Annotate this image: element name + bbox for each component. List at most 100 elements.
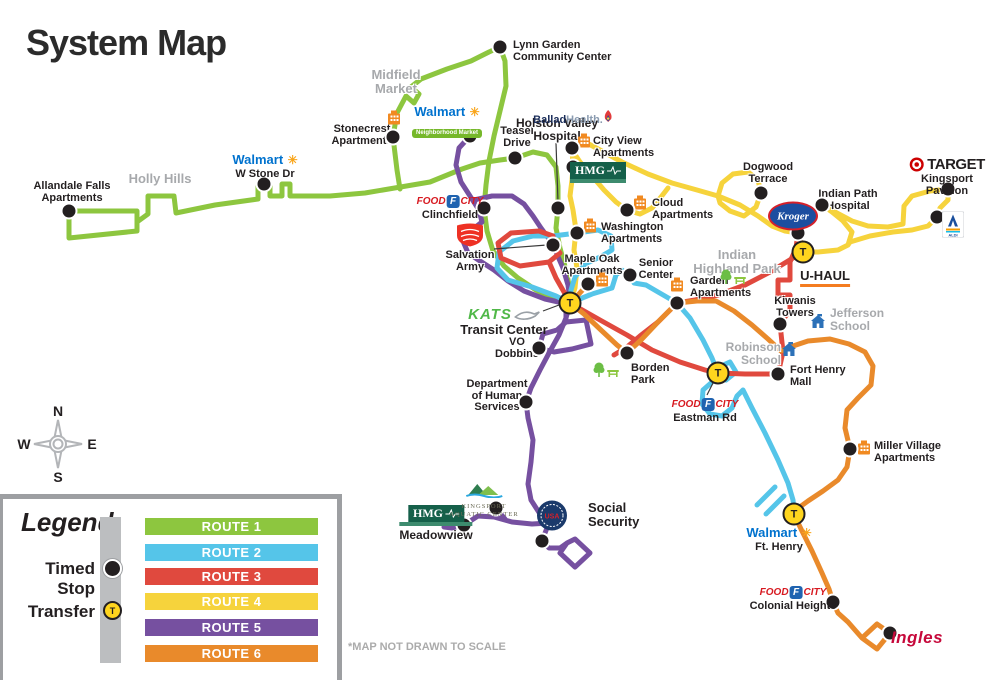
legend-timed-stop-label: Timed Stop: [45, 559, 95, 598]
route-line-route-1: [66, 208, 140, 241]
map-label: City View Apartments: [593, 135, 655, 159]
compass-n: N: [53, 403, 63, 419]
timed-stop-marker: [491, 38, 509, 56]
timed-stop-marker: [621, 266, 639, 284]
route-line-route-2: [763, 493, 787, 517]
map-label: Miller Village Apartments: [874, 440, 942, 464]
timed-stop-marker: [881, 624, 899, 642]
timed-stop-marker: [769, 365, 787, 383]
timed-stop-marker: [255, 175, 273, 193]
map-label: Allandale Falls Apartments: [33, 180, 111, 204]
park-tree-bench-icon: [593, 362, 623, 384]
route-line-route-2: [699, 370, 797, 513]
roadrunner-icon: [513, 310, 540, 320]
school-icon: [781, 342, 797, 362]
route-line-route-6: [567, 281, 893, 652]
park-tree-bench-icon: [720, 269, 750, 291]
compass-rose: N S W E: [17, 403, 96, 485]
walmart-spark-icon: ✳: [287, 153, 298, 167]
map-label: Midfield Market: [371, 67, 421, 96]
timed-stop-marker: [752, 184, 770, 202]
transfer-marker: T: [791, 240, 815, 264]
ballad-health-logo: BalladHealth.: [533, 110, 613, 128]
uhaul-logo: U-HAUL: [797, 267, 853, 288]
route-line-route-2: [567, 267, 721, 376]
svg-text:USA: USA: [545, 514, 560, 521]
timed-stop-marker: [618, 344, 636, 362]
legend-title: Legend: [21, 507, 114, 537]
timed-stop-marker: [475, 199, 493, 217]
timed-stop-marker: [841, 440, 859, 458]
food-city-f-icon: F: [701, 398, 715, 411]
route-line-route-5: [471, 193, 573, 303]
page-title: System Map: [26, 22, 227, 63]
school-icon: [810, 314, 826, 334]
walmart-spark-icon: ✳: [801, 526, 812, 540]
apartment-building-icon: [387, 110, 401, 130]
legend-route-swatch: ROUTE 2: [145, 544, 318, 561]
legend-divider-bar: [100, 517, 121, 663]
walmart-logo: Walmart ✳Ft. Henry: [746, 525, 812, 553]
timed-stop-marker: [579, 275, 597, 293]
walmart-spark-icon: ✳: [469, 105, 480, 119]
map-label: Kiwanis Towers: [774, 295, 816, 319]
map-label: Indian Highland Park: [693, 247, 781, 276]
label-leader-line: [555, 142, 559, 203]
timed-stop-marker: [487, 499, 505, 517]
apartment-building-icon: [595, 272, 609, 292]
map-label: Dogwood Terrace: [742, 161, 794, 185]
transfer-marker: T: [782, 502, 806, 526]
legend-route-swatch: ROUTE 1: [145, 518, 318, 535]
timed-stop-marker: [939, 180, 957, 198]
legend-route-swatch: ROUTE 5: [145, 619, 318, 636]
map-label: Fort Henry Mall: [790, 364, 846, 388]
transfer-marker: T: [558, 291, 582, 315]
compass-e: E: [87, 436, 96, 452]
route-line-route-2: [754, 484, 778, 508]
timed-stop-marker: [568, 224, 586, 242]
walmart-logo: Walmart ✳W Stone Dr: [232, 152, 298, 180]
timed-stop-marker: [668, 294, 686, 312]
timed-stop-icon: [103, 559, 122, 578]
legend-route-swatch: ROUTE 3: [145, 568, 318, 585]
kroger-logo: Kroger: [768, 201, 818, 231]
heartbeat-icon: [444, 509, 459, 518]
label-leader-line: [542, 304, 560, 312]
map-label: VO Dobbins: [495, 336, 539, 360]
map-scale-note: *MAP NOT DRAWN TO SCALE: [348, 641, 506, 653]
map-label: Washington Apartments: [601, 221, 664, 245]
apartment-building-icon: [857, 440, 871, 460]
map-label: Indian Path Hospital: [818, 188, 878, 212]
timed-stop-marker: [771, 315, 789, 333]
map-label: Jefferson School: [830, 306, 885, 333]
salvation-army-shield: [455, 222, 485, 253]
walmart-logo: Walmart ✳Neighborhood Market: [411, 103, 483, 139]
label-leader-line: [493, 244, 548, 250]
apartment-building-icon: [583, 218, 597, 238]
map-label: Maple Oak Apartments: [561, 253, 623, 277]
timed-stop-marker: [530, 339, 548, 357]
svg-text:ALDI: ALDI: [948, 233, 957, 238]
timed-stop-marker: [533, 532, 551, 550]
map-label: Holly Hills: [128, 171, 192, 186]
food-city-f-icon: F: [446, 195, 460, 208]
timed-stop-marker: [824, 593, 842, 611]
map-label: Cloud Apartments: [652, 197, 714, 221]
route-line-route-2: [494, 227, 615, 306]
legend-route-swatch: ROUTE 6: [145, 645, 318, 662]
timed-stop-marker: [813, 196, 831, 214]
transfer-marker: T: [706, 361, 730, 385]
timed-stop-marker: [563, 139, 581, 157]
target-bullseye-icon: [909, 157, 924, 172]
map-label: Salvation Army: [445, 249, 495, 273]
map-label: Senior Center: [638, 257, 674, 281]
ballad-flame-icon: [604, 110, 612, 122]
apartment-building-icon: [577, 133, 591, 153]
compass-s: S: [53, 469, 62, 485]
